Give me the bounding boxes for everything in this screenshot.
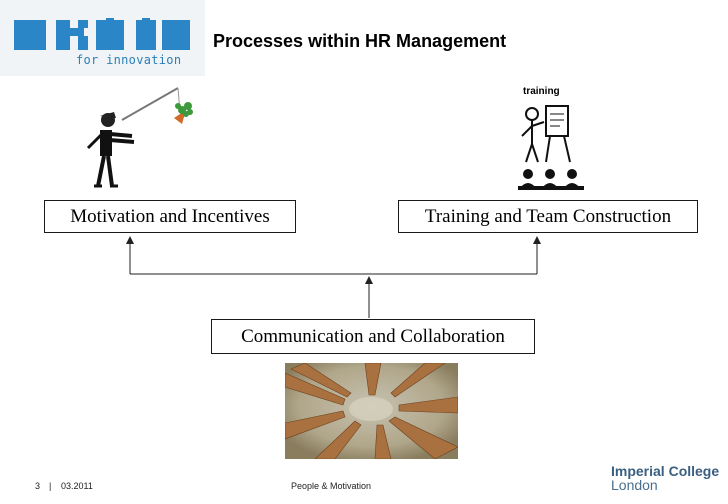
logo-panel: for innovation bbox=[0, 0, 205, 76]
institution-city: London bbox=[611, 477, 658, 493]
communication-box: Communication and Collaboration bbox=[211, 319, 535, 354]
footer-page-number: 3 bbox=[35, 481, 41, 491]
slide-title: Processes within HR Management bbox=[213, 31, 507, 51]
footer-date: 03.2011 bbox=[61, 481, 93, 491]
stick-figure-with-carrot-image bbox=[86, 87, 193, 188]
institution-name: Imperial College bbox=[611, 463, 720, 479]
puzzle-blocks-logo bbox=[14, 18, 190, 50]
footer-separator: | bbox=[49, 481, 52, 491]
imperial-college-logo: Imperial College London bbox=[611, 464, 719, 492]
training-box: Training and Team Construction bbox=[398, 200, 698, 233]
logo-tagline: for innovation bbox=[76, 53, 182, 67]
hands-in-circle-image bbox=[285, 363, 458, 459]
training-image-label: training bbox=[523, 86, 560, 97]
footer-topic: People & Motivation bbox=[291, 481, 372, 491]
stick-figure-training-image bbox=[518, 105, 584, 190]
motivation-box: Motivation and Incentives bbox=[44, 200, 296, 233]
